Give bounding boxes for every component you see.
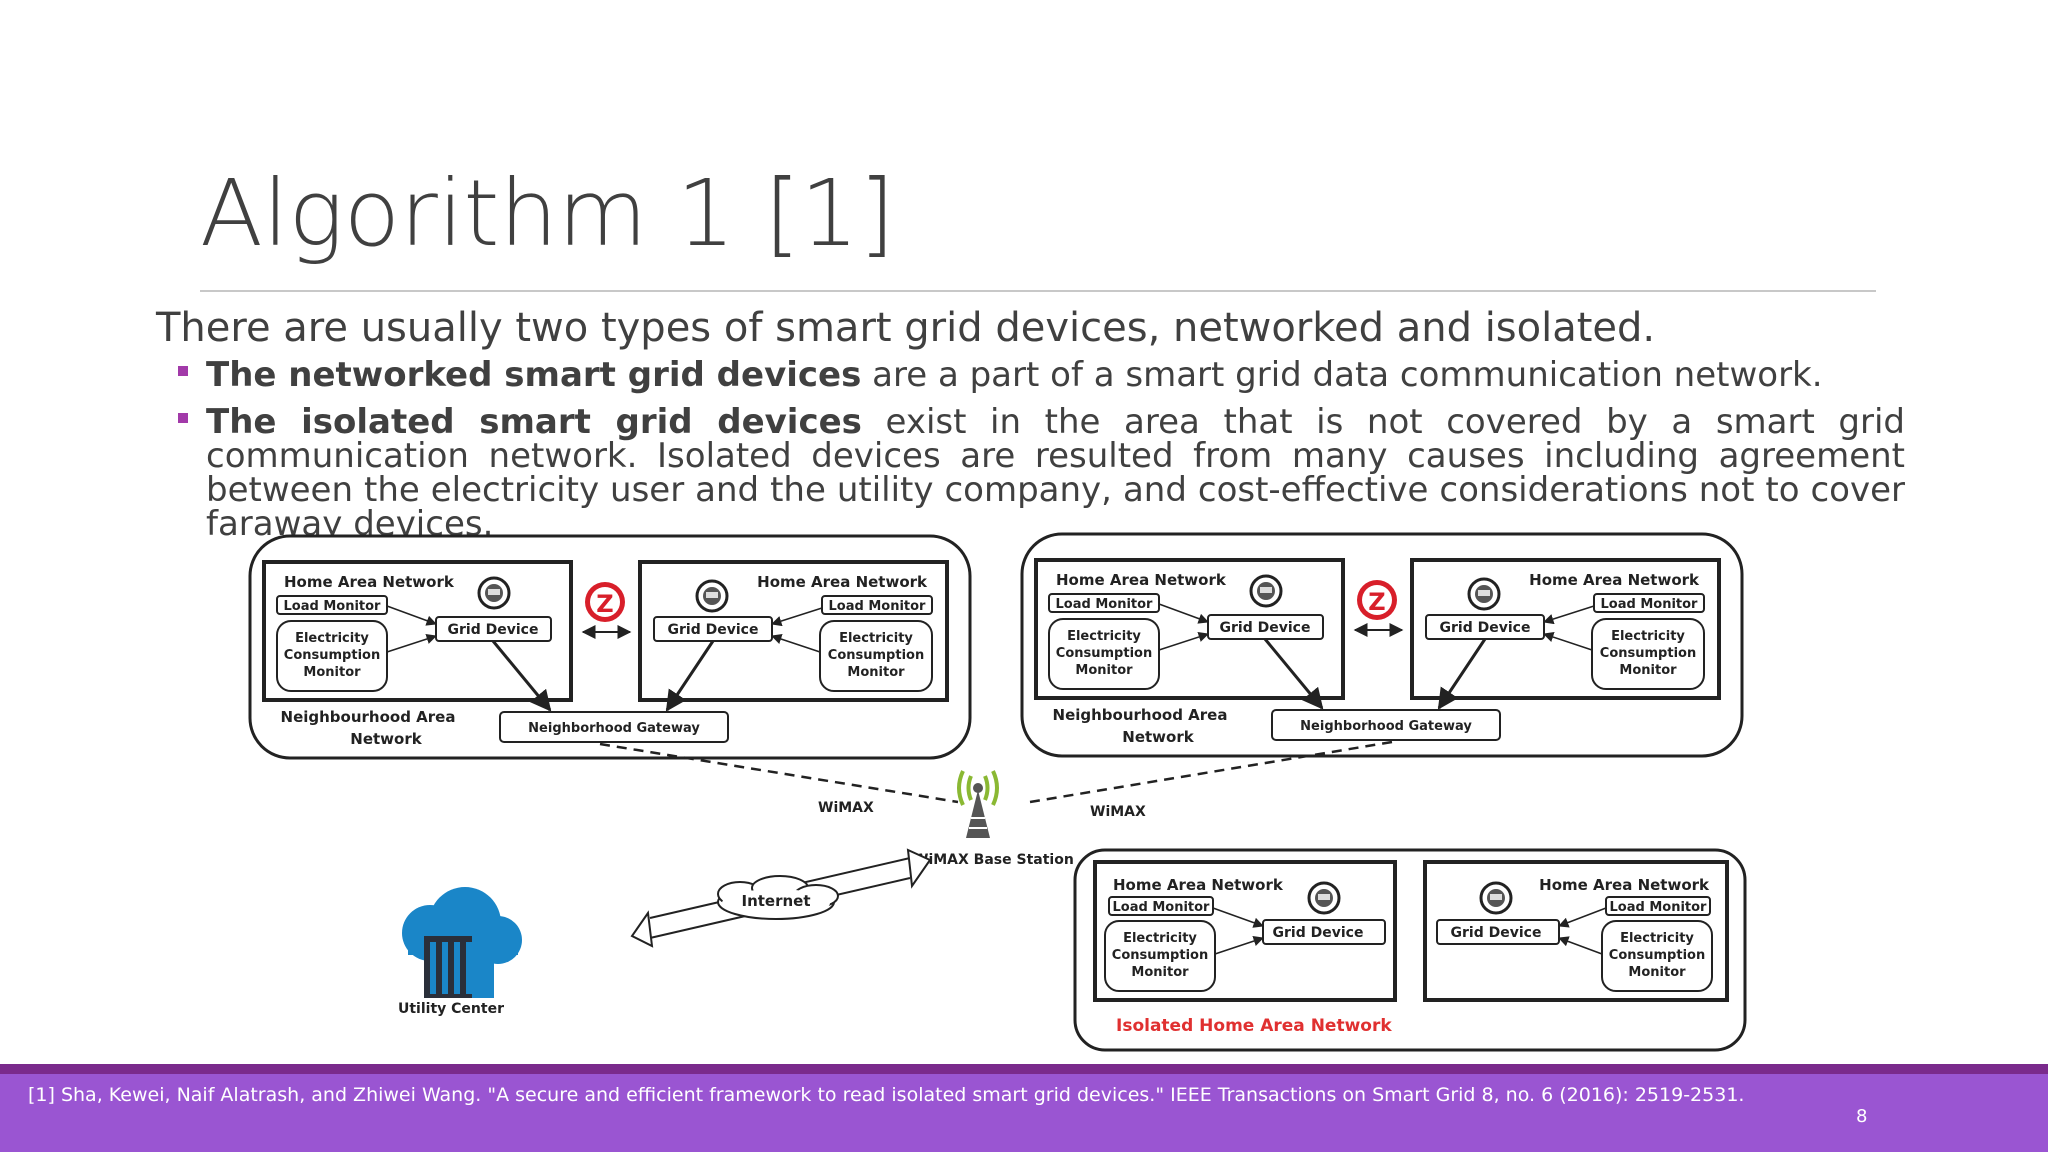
consumption-line-2: Consumption — [1112, 948, 1208, 963]
load-monitor-label: Load Monitor — [1056, 597, 1154, 612]
bullet-text: exist in the area that is not covered by… — [206, 402, 1905, 544]
consumption-line-1: Electricity — [1123, 931, 1197, 946]
han-label: Home Area Network — [1113, 876, 1284, 894]
gateway-box — [499, 711, 729, 743]
consumption-monitor-box — [819, 620, 933, 692]
load-monitor-box — [1048, 593, 1160, 613]
footer-stripe — [0, 1064, 2048, 1074]
grid-device-label: Grid Device — [1440, 620, 1531, 636]
wimax-label-left: WiMAX — [818, 800, 874, 816]
intro-text: There are usually two types of smart gri… — [156, 305, 1656, 351]
bullet-bold: The isolated smart grid devices — [206, 402, 862, 442]
footer-reference: [1] Sha, Kewei, Naif Alatrash, and Zhiwe… — [28, 1084, 1745, 1106]
isolated-han: Home Area Network Load Monitor Electrici… — [1073, 848, 1747, 1052]
load-monitor-label: Load Monitor — [829, 599, 927, 614]
svg-text:Z: Z — [596, 590, 613, 618]
grid-device-box — [1436, 919, 1560, 945]
gateway-label: Neighborhood Gateway — [528, 721, 700, 736]
gateway-box — [1271, 709, 1501, 741]
network-diagram: Home Area Network Load Monitor Electrici… — [248, 532, 1747, 1052]
base-station-label: WiMAX Base Station — [913, 852, 1074, 868]
consumption-line-1: Electricity — [1067, 629, 1141, 644]
wimax-tower-icon — [957, 770, 999, 838]
grid-device-label: Grid Device — [668, 622, 759, 638]
han-label: Home Area Network — [757, 573, 928, 591]
grid-device-label: Grid Device — [1451, 925, 1542, 941]
consumption-monitor-box — [1601, 920, 1713, 992]
nan-left: Home Area Network Load Monitor Electrici… — [248, 534, 972, 760]
load-monitor-box — [276, 595, 388, 615]
consumption-line-3: Monitor — [847, 665, 905, 680]
internet-label: Internet — [741, 892, 810, 910]
consumption-line-2: Consumption — [1609, 948, 1705, 963]
bullet-square-icon — [178, 413, 188, 423]
gateway-label: Neighborhood Gateway — [1300, 719, 1472, 734]
nan-right: Home Area Network Load Monitor Electrici… — [1020, 532, 1744, 758]
consumption-line-3: Monitor — [303, 665, 361, 680]
grid-device-box — [1262, 919, 1386, 945]
load-monitor-box — [1593, 593, 1705, 613]
consumption-line-3: Monitor — [1131, 965, 1189, 980]
consumption-line-2: Consumption — [828, 648, 924, 663]
han-label: Home Area Network — [284, 573, 455, 591]
load-monitor-box — [1605, 896, 1711, 916]
consumption-monitor-box — [1104, 920, 1216, 992]
wimax-label-right: WiMAX — [1090, 804, 1146, 820]
grid-device-label: Grid Device — [1273, 925, 1364, 941]
page-number: 8 — [1856, 1106, 1868, 1127]
footer-bar — [0, 1064, 2048, 1152]
consumption-line-2: Consumption — [1056, 646, 1152, 661]
zigbee-icon: Z — [585, 582, 625, 622]
han-label: Home Area Network — [1529, 571, 1700, 589]
title-divider — [200, 290, 1876, 292]
consumption-line-1: Electricity — [1620, 931, 1694, 946]
consumption-line-2: Consumption — [1600, 646, 1696, 661]
consumption-line-3: Monitor — [1075, 663, 1133, 678]
consumption-monitor-box — [1048, 618, 1160, 690]
consumption-line-1: Electricity — [295, 631, 369, 646]
load-monitor-label: Load Monitor — [1601, 597, 1699, 612]
consumption-monitor-box — [276, 620, 388, 692]
consumption-line-1: Electricity — [839, 631, 913, 646]
han-label: Home Area Network — [1539, 876, 1710, 894]
load-monitor-label: Load Monitor — [1610, 900, 1708, 915]
consumption-line-1: Electricity — [1611, 629, 1685, 644]
load-monitor-box — [821, 595, 933, 615]
zigbee-icon: Z — [1357, 580, 1397, 620]
grid-device-label: Grid Device — [448, 622, 539, 638]
nan-label-line-2: Network — [1122, 728, 1194, 746]
load-monitor-label: Load Monitor — [284, 599, 382, 614]
consumption-line-2: Consumption — [284, 648, 380, 663]
bullet-square-icon — [178, 366, 188, 376]
load-monitor-box — [1108, 896, 1214, 916]
bullet-text: are a part of a smart grid data communic… — [861, 355, 1823, 395]
svg-text:Z: Z — [1368, 588, 1385, 616]
consumption-line-3: Monitor — [1628, 965, 1686, 980]
grid-device-label: Grid Device — [1220, 620, 1311, 636]
consumption-line-3: Monitor — [1619, 663, 1677, 678]
nan-label-line-1: Neighbourhood Area — [1053, 706, 1228, 724]
bullet-bold: The networked smart grid devices — [206, 355, 862, 395]
utility-center-label: Utility Center — [398, 1001, 504, 1017]
consumption-monitor-box — [1591, 618, 1705, 690]
slide-title: Algorithm 1 [1] — [200, 160, 895, 267]
load-monitor-label: Load Monitor — [1113, 900, 1211, 915]
internet-cloud-icon — [717, 875, 839, 920]
nan-label-line-1: Neighbourhood Area — [281, 708, 456, 726]
han-label: Home Area Network — [1056, 571, 1227, 589]
nan-label-line-2: Network — [350, 730, 422, 748]
isolated-han-label: Isolated Home Area Network — [1116, 1016, 1392, 1036]
utility-center-icon — [402, 887, 522, 998]
